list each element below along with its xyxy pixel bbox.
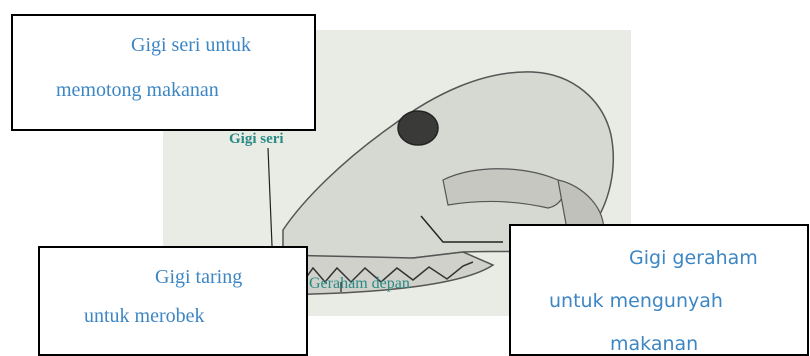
- callout-gigi-geraham-line3: makanan: [610, 333, 698, 355]
- callout-gigi-geraham: Gigi geraham untuk mengunyah makanan: [509, 224, 809, 356]
- callout-gigi-taring-line3: ...: [174, 340, 189, 356]
- callout-gigi-geraham-line2: untuk mengunyah: [549, 290, 723, 312]
- callout-gigi-taring: Gigi taring untuk merobek ...: [38, 246, 308, 356]
- skull-eye-socket: [398, 111, 438, 145]
- callout-gigi-taring-line2: untuk merobek: [84, 305, 205, 328]
- label-geraham-depan: Geraham depan: [309, 275, 410, 293]
- label-gigi-seri: Gigi seri: [229, 131, 284, 148]
- callout-gigi-seri-line1: Gigi seri untuk: [131, 34, 251, 57]
- callout-gigi-seri-line2: memotong makanan: [56, 79, 219, 102]
- callout-gigi-taring-line1: Gigi taring: [155, 266, 242, 289]
- callout-gigi-geraham-line1: Gigi geraham: [629, 247, 758, 269]
- callout-gigi-seri: Gigi seri untuk memotong makanan: [11, 14, 316, 131]
